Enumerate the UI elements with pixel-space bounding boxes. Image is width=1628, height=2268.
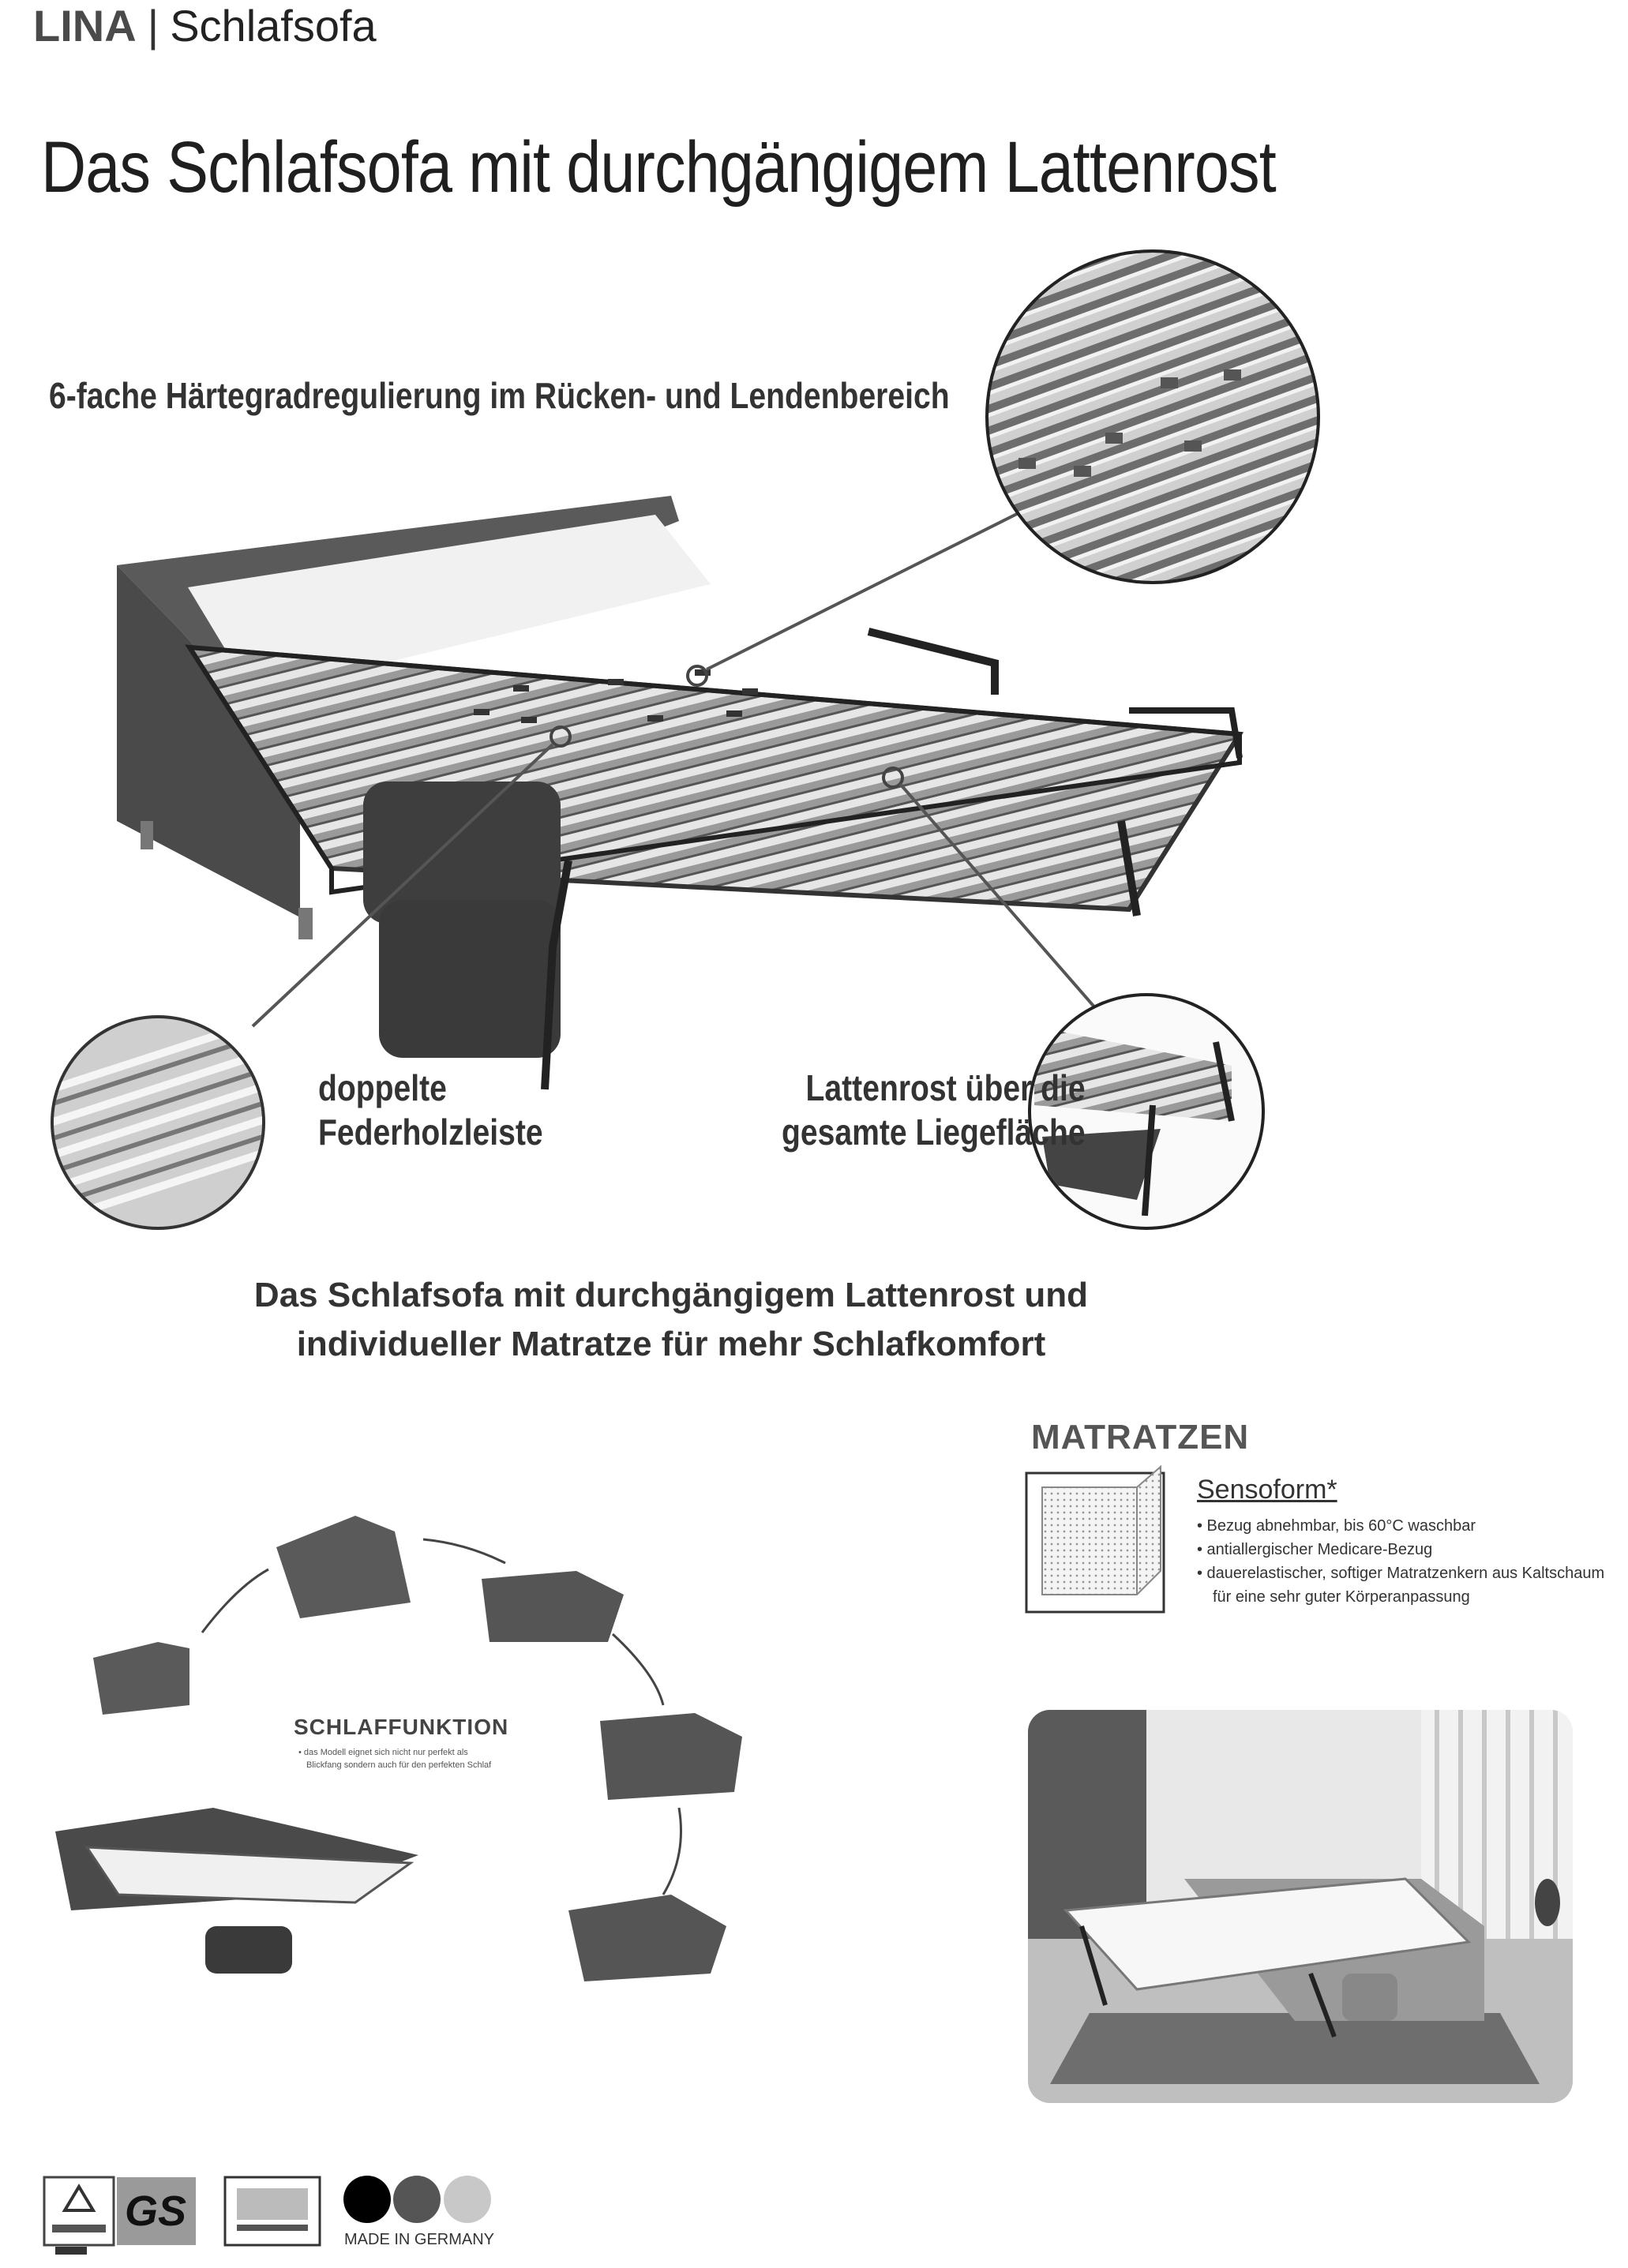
made-in-germany: MADE IN GERMANY [344,2231,495,2248]
brand-name: LINA [33,1,137,51]
main-title: Das Schlafsofa mit durchgängigem Lattenr… [41,127,1277,208]
callout-lines [251,512,1099,1028]
caption-line2: individueller Matratze für mehr Schlafko… [296,1325,1046,1363]
color-swatch-grey [393,2176,441,2223]
schlaffunktion-text-line2: Blickfang sondern auch für den perfekten… [306,1760,492,1770]
product-type: Schlafsofa [170,1,377,51]
callout-lattenrost-line2: gesamte Liegefläche [782,1112,1086,1153]
mattress-feature: • Bezug abnehmbar, bis 60°C waschbar [1197,1517,1476,1535]
mattress-name: Sensoform* [1197,1475,1337,1505]
callout-haertegrad: 6-fache Härtegradregulierung im Rücken- … [49,375,950,416]
callout-federholz-line2: Federholzleiste [318,1112,543,1153]
room-photo [1028,1710,1573,2103]
color-swatch-light [444,2176,491,2223]
matratzen-heading: MATRATZEN [1031,1418,1250,1456]
mattress-feature: • dauerelastischer, softiger Matratzenke… [1197,1565,1605,1582]
callout-lattenrost-line1: Lattenrost über die [805,1067,1086,1108]
detail-circle-lattenrost [1028,993,1265,1230]
color-swatches [343,2176,491,2223]
schlaffunktion-text: • das Modell eignet sich nicht nur perfe… [298,1746,491,1771]
caption: Das Schlafsofa mit durchgängigem Lattenr… [0,1271,1342,1369]
sofa-bed-illustration [117,496,1244,1090]
detail-circle-federholz [51,1015,265,1230]
callout-federholz: doppelte Federholzleiste [318,1066,543,1154]
mattress-cube-icon [1025,1464,1165,1614]
detail-circle-slats [985,249,1320,584]
header-separator: | [147,1,159,51]
footer-seals [43,2176,321,2255]
schlaffunktion-heading: SCHLAFFUNKTION [294,1715,509,1739]
sleep-function-sequence [55,1516,742,1981]
caption-line1: Das Schlafsofa mit durchgängigem Lattenr… [253,1276,1089,1314]
schlaffunktion-text-line1: • das Modell eignet sich nicht nur perfe… [298,1748,468,1757]
document-header: LINA|Schlafsofa [33,0,377,52]
mattress-features: • Bezug abnehmbar, bis 60°C waschbar • a… [1197,1514,1604,1609]
callout-federholz-line1: doppelte [318,1067,447,1108]
gs-seal-label: GS [125,2187,187,2235]
mattress-feature: • antiallergischer Medicare-Bezug [1197,1541,1433,1558]
color-swatch-black [343,2176,391,2223]
mattress-feature: für eine sehr guter Körperanpassung [1213,1588,1470,1606]
callout-lattenrost: Lattenrost über die gesamte Liegefläche [782,1066,1086,1154]
